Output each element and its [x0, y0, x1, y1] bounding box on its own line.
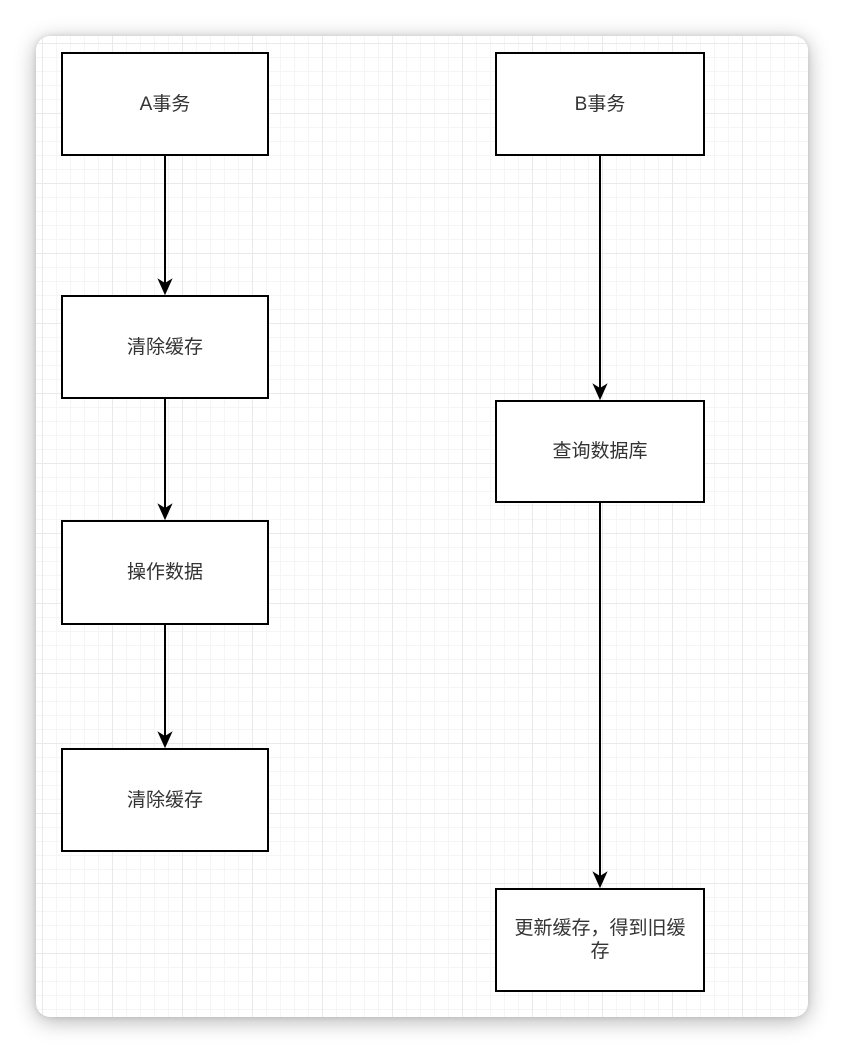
arrowhead-icon [157, 503, 173, 521]
connector-clear-cache-to-operate-data[interactable] [157, 399, 173, 521]
connector-a-transaction-to-clear-cache[interactable] [157, 156, 173, 296]
arrowhead-icon [592, 871, 608, 889]
node-a-operate-data[interactable]: 操作数据 [61, 520, 269, 625]
arrowhead-icon [592, 383, 608, 401]
node-b-update-cache[interactable]: 更新缓存，得到旧缓存 [495, 888, 705, 992]
node-a-transaction[interactable]: A事务 [61, 52, 269, 156]
node-a-clear-cache-2[interactable]: 清除缓存 [61, 748, 269, 852]
node-b-transaction[interactable]: B事务 [495, 52, 705, 156]
node-a-clear-cache-1[interactable]: 清除缓存 [61, 295, 269, 399]
connector-operate-data-to-clear-cache[interactable] [157, 625, 173, 749]
connector-b-transaction-to-query-database[interactable] [592, 156, 608, 401]
connector-layer [157, 156, 608, 889]
arrowhead-icon [157, 278, 173, 296]
connector-query-database-to-update-cache[interactable] [592, 503, 608, 889]
diagram-canvas[interactable]: A事务 清除缓存 操作数据 清除缓存 B事务 查询数据库 更新缓存，得到旧缓存 [36, 36, 808, 1017]
arrowhead-icon [157, 731, 173, 749]
node-b-query-database[interactable]: 查询数据库 [495, 400, 705, 503]
